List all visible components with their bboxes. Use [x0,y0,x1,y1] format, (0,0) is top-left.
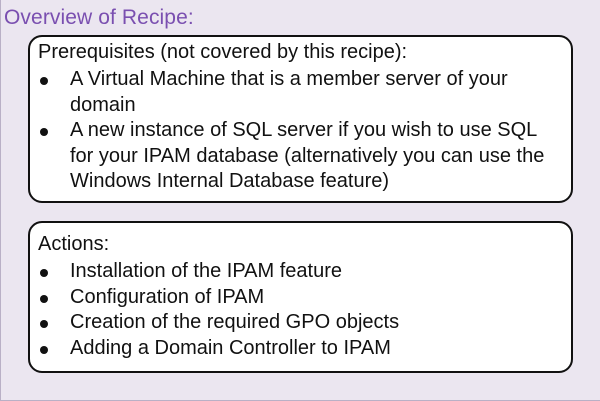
list-item-text: Creation of the required GPO objects [70,311,400,333]
list-item-text: A Virtual Machine that is a member serve… [70,68,508,116]
list-item: Installation of the IPAM feature [38,259,561,285]
list-item: A Virtual Machine that is a member serve… [38,67,561,118]
list-item-text: A new instance of SQL server if you wish… [70,119,545,192]
bullet-icon [40,77,48,85]
list-item-text: Adding a Domain Controller to IPAM [70,336,391,359]
bullet-icon [40,128,48,136]
prerequisites-heading: Prerequisites (not covered by this recip… [38,41,408,63]
list-item: Configuration of IPAM [38,285,561,311]
prerequisites-list: A Virtual Machine that is a member serve… [38,67,561,195]
list-item-text: Installation of the IPAM feature [70,260,343,282]
bullet-icon [40,320,48,328]
actions-list: Installation of the IPAM feature Configu… [38,259,561,361]
bullet-icon [40,269,48,277]
list-item-text: Configuration of IPAM [70,285,265,308]
bullet-icon [40,294,48,303]
actions-heading: Actions: [38,233,110,255]
prerequisites-box: Prerequisites (not covered by this recip… [28,35,573,203]
list-item: Creation of the required GPO objects [38,310,561,336]
list-item: A new instance of SQL server if you wish… [38,118,561,195]
list-item: Adding a Domain Controller to IPAM [38,336,561,362]
bullet-icon [40,345,48,354]
actions-box: Actions: Installation of the IPAM featur… [28,221,573,373]
slide-title: Overview of Recipe: [4,6,194,29]
